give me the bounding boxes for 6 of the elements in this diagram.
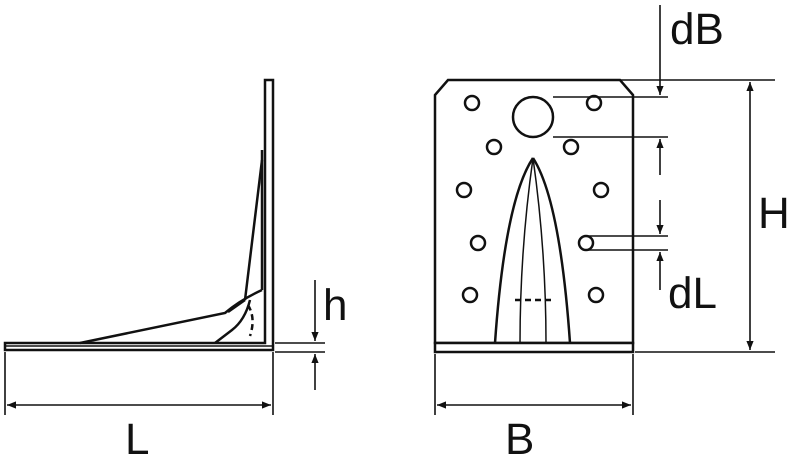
dimension-label: h [323,284,348,328]
dimension-label: L [125,418,150,462]
dimension-label: dL [668,272,717,316]
dimension-label: H [758,192,790,236]
dimension-label: B [505,418,534,462]
dimension-label: dB [670,8,724,52]
